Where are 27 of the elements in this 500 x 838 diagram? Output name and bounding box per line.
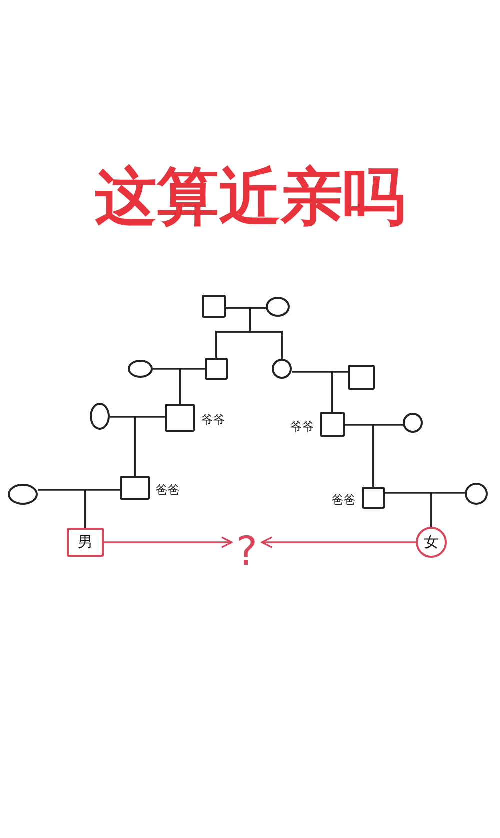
pedigree-line <box>134 416 165 476</box>
female-circle: 女 <box>416 527 447 558</box>
arrow <box>104 536 233 548</box>
female-circle <box>272 359 292 379</box>
title: 这算近亲吗 <box>94 160 406 234</box>
pedigree-line <box>179 368 205 404</box>
female-circle <box>403 413 423 433</box>
pedigree-line <box>84 489 120 528</box>
question-mark: ? <box>232 528 262 576</box>
relation-label: 爷爷 <box>290 418 314 436</box>
female-circle <box>90 403 110 430</box>
relation-label: 爷爷 <box>201 412 225 429</box>
pedigree-line <box>332 371 348 412</box>
male-square <box>202 295 226 318</box>
pedigree-line <box>249 307 283 359</box>
relation-label: 爸爸 <box>332 492 356 509</box>
female-circle <box>266 297 290 317</box>
male-square <box>205 358 228 380</box>
female-circle <box>128 360 153 378</box>
arrow <box>261 536 416 548</box>
female-circle <box>465 483 488 505</box>
relation-label: 爸爸 <box>156 482 180 499</box>
male-square <box>348 365 375 390</box>
male-square: 男 <box>67 528 104 557</box>
female-circle <box>8 484 38 505</box>
pedigree-line <box>372 424 403 487</box>
pedigree-line <box>430 492 465 527</box>
